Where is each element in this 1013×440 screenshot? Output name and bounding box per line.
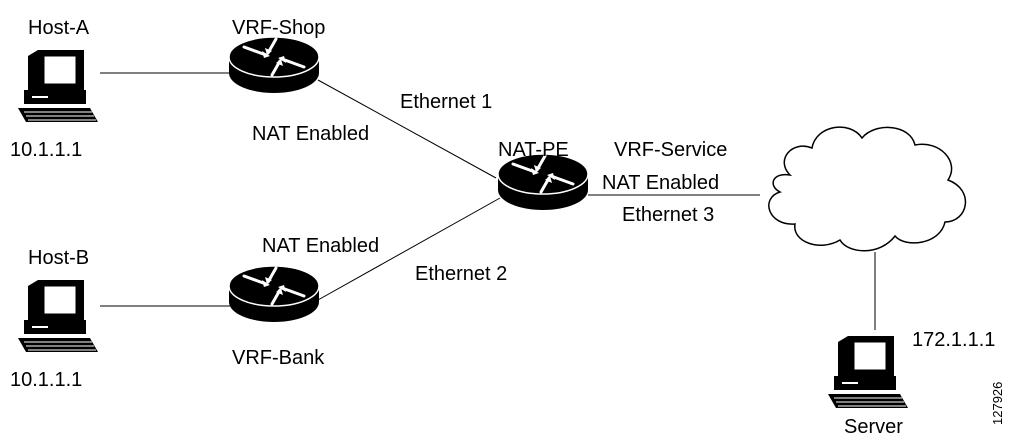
connection-lines — [100, 72, 876, 330]
computer-icon — [827, 335, 909, 409]
host-b-label: Host-B — [28, 247, 90, 269]
router-icon — [227, 35, 321, 95]
link-shop-natpe — [317, 79, 497, 179]
computer-icon — [17, 279, 99, 353]
nat-pe-label: NAT-PE — [498, 139, 569, 161]
figure-id: 127926 — [990, 381, 1005, 425]
host-a-label: Host-A — [28, 17, 90, 39]
computer-icon — [17, 49, 99, 123]
router-icon — [496, 152, 590, 212]
link-bank-natpe — [317, 197, 501, 301]
ethernet-2-label: Ethernet 2 — [415, 263, 508, 285]
vrf-bank-nat-label: NAT Enabled — [262, 235, 380, 257]
vrf-shop-nat-label: NAT Enabled — [252, 123, 370, 145]
host-b-ip: 10.1.1.1 — [10, 369, 83, 391]
cloud-icon — [768, 126, 966, 252]
vrf-service-nat-label: NAT Enabled — [602, 172, 720, 194]
vrf-shop-label: VRF-Shop — [232, 17, 326, 39]
vrf-bank-label: VRF-Bank — [232, 347, 325, 369]
host-a-ip: 10.1.1.1 — [10, 139, 83, 161]
ethernet-1-label: Ethernet 1 — [400, 91, 493, 113]
server-ip: 172.1.1.1 — [912, 329, 996, 351]
router-icon — [227, 264, 321, 324]
vrf-service-label: VRF-Service — [614, 139, 728, 161]
server-label: Server — [844, 416, 903, 438]
ethernet-3-label: Ethernet 3 — [622, 204, 715, 226]
